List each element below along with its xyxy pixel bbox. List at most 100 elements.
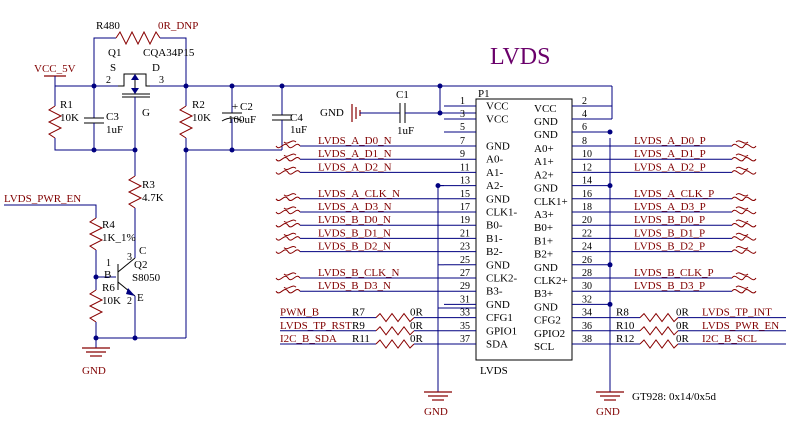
connector-left-pin-number: 19 bbox=[460, 215, 470, 226]
c1-ref: C1 bbox=[396, 89, 409, 101]
io-left-resistor bbox=[375, 339, 415, 349]
r6-ref: R6 bbox=[102, 282, 115, 294]
connector-left-pin-label: B1- bbox=[486, 233, 503, 245]
q2-transistor bbox=[117, 250, 136, 338]
right-net-label: LVDS_A_D2_P bbox=[634, 161, 706, 173]
io-left-net-label: I2C_B_SDA bbox=[280, 333, 337, 345]
c2-ref: C2 bbox=[240, 101, 253, 113]
junction-dot bbox=[607, 129, 613, 135]
q1-part: CQA34P15 bbox=[143, 47, 195, 59]
left-net-label: LVDS_A_D3_N bbox=[318, 201, 392, 213]
right-net-label: LVDS_A_D3_P bbox=[634, 201, 706, 213]
gnd-label-right: GND bbox=[596, 406, 620, 418]
c4-ref: C4 bbox=[290, 112, 303, 124]
junction-dot bbox=[132, 147, 138, 153]
connector-right-pin-number: 34 bbox=[582, 308, 592, 319]
io-right-res-value: 0R bbox=[676, 320, 690, 332]
connector-right-pin-number: 14 bbox=[582, 176, 592, 187]
junction-dot bbox=[183, 83, 189, 89]
gt928-note: GT928: 0x14/0x5d bbox=[632, 391, 717, 403]
junction-dot bbox=[279, 83, 285, 89]
connector-left-pin-label: VCC bbox=[486, 114, 509, 126]
io-left-res-ref: R11 bbox=[352, 333, 370, 345]
differential-flag-icon bbox=[283, 219, 297, 223]
io-right-net-label: I2C_B_SCL bbox=[702, 333, 757, 345]
junction-dot bbox=[91, 83, 97, 89]
gnd-symbol-left bbox=[82, 347, 110, 357]
connector-right-pin-label: SCL bbox=[534, 341, 554, 353]
differential-flag-icon bbox=[275, 170, 301, 175]
left-net-label: LVDS_B_D1_N bbox=[318, 227, 391, 239]
differential-flag-icon bbox=[731, 289, 757, 294]
differential-flag-icon bbox=[731, 275, 757, 281]
connector-right-pin-number: 36 bbox=[582, 321, 592, 332]
differential-flag-icon bbox=[283, 193, 297, 197]
connector-right-pin-label: B0+ bbox=[534, 222, 553, 234]
io-left-net-label: LVDS_TP_RST bbox=[280, 320, 352, 332]
gnd-symbol-right bbox=[596, 391, 624, 401]
connector-right-pin-number: 18 bbox=[582, 202, 592, 213]
junction-dot bbox=[437, 110, 443, 116]
connector-right-pin-number: 4 bbox=[582, 109, 587, 120]
differential-flag-icon bbox=[731, 143, 757, 149]
connector-left-pin-number: 29 bbox=[460, 281, 470, 292]
connector-left-pin-number: 37 bbox=[460, 334, 470, 345]
connector-right-pin-label: VCC bbox=[534, 103, 557, 115]
differential-flag-icon bbox=[283, 140, 297, 144]
differential-flag-icon bbox=[731, 236, 757, 241]
right-net-label: LVDS_A_D1_P bbox=[634, 148, 706, 160]
differential-flag-icon bbox=[735, 232, 749, 237]
pwr-en-label: LVDS_PWR_EN bbox=[4, 193, 81, 205]
differential-flag-icon bbox=[735, 140, 749, 144]
io-right-resistor bbox=[639, 325, 679, 336]
io-left-resistor bbox=[375, 325, 415, 336]
connector-ref: P1 bbox=[478, 88, 490, 100]
q2-pin3: 3 bbox=[127, 252, 132, 263]
connector-left-pin-label: GND bbox=[486, 259, 510, 271]
connector-right-pin-number: 12 bbox=[582, 162, 592, 173]
differential-flag-icon bbox=[735, 193, 749, 197]
q2-pin2: 2 bbox=[127, 296, 132, 307]
io-left-res-value: 0R bbox=[410, 333, 424, 345]
differential-flag-icon bbox=[283, 245, 297, 250]
r480-resistor bbox=[115, 30, 161, 46]
connector-left-pin-number: 17 bbox=[460, 202, 470, 213]
connector-right-pin-number: 20 bbox=[582, 215, 592, 226]
connector-left-pin-label: GPIO1 bbox=[486, 325, 517, 337]
r3-value: 4.7K bbox=[142, 192, 164, 204]
io-right-resistor bbox=[639, 339, 679, 349]
r4-value: 1K_1% bbox=[102, 232, 136, 244]
connector-right-pin-number: 8 bbox=[582, 136, 587, 147]
left-net-label: LVDS_B_D0_N bbox=[318, 214, 391, 226]
left-net-label: LVDS_B_D3_N bbox=[318, 280, 391, 292]
r6-resistor bbox=[88, 289, 104, 323]
connector-left-pin-number: 7 bbox=[460, 136, 465, 147]
connector-left-pin-label: A0- bbox=[486, 154, 503, 166]
connector-left-pin-label: B0- bbox=[486, 220, 503, 232]
io-right-res-ref: R12 bbox=[616, 333, 634, 345]
connector-left-pin-label: GND bbox=[486, 299, 510, 311]
r1-value: 10K bbox=[60, 112, 79, 124]
io-right-net-label: LVDS_TP_INT bbox=[702, 307, 772, 319]
connector-right-pin-label: CLK2+ bbox=[534, 275, 568, 287]
differential-flag-icon bbox=[731, 209, 757, 215]
connector-right-pin-number: 22 bbox=[582, 228, 592, 239]
junction-dot bbox=[437, 83, 443, 89]
differential-flag-icon bbox=[731, 223, 757, 228]
r2-value: 10K bbox=[192, 112, 211, 124]
connector-right-pin-number: 6 bbox=[582, 122, 587, 133]
junction-dot bbox=[132, 335, 138, 341]
differential-flag-icon bbox=[283, 272, 297, 276]
connector-right-pin-label: GND bbox=[534, 116, 558, 128]
connector-right-pin-label: B1+ bbox=[534, 235, 553, 247]
connector-left-pin-label: A1- bbox=[486, 167, 503, 179]
r6-value: 10K bbox=[102, 295, 121, 307]
connector-right-pin-number: 32 bbox=[582, 294, 592, 305]
vcc-5v-label: VCC_5V bbox=[34, 63, 76, 75]
connector-left-pin-label: CFG1 bbox=[486, 312, 513, 324]
differential-flag-icon bbox=[283, 153, 297, 157]
connector-left-pin-number: 5 bbox=[460, 122, 465, 133]
connector-left-pin-number: 15 bbox=[460, 189, 470, 200]
differential-flag-icon bbox=[283, 285, 297, 289]
